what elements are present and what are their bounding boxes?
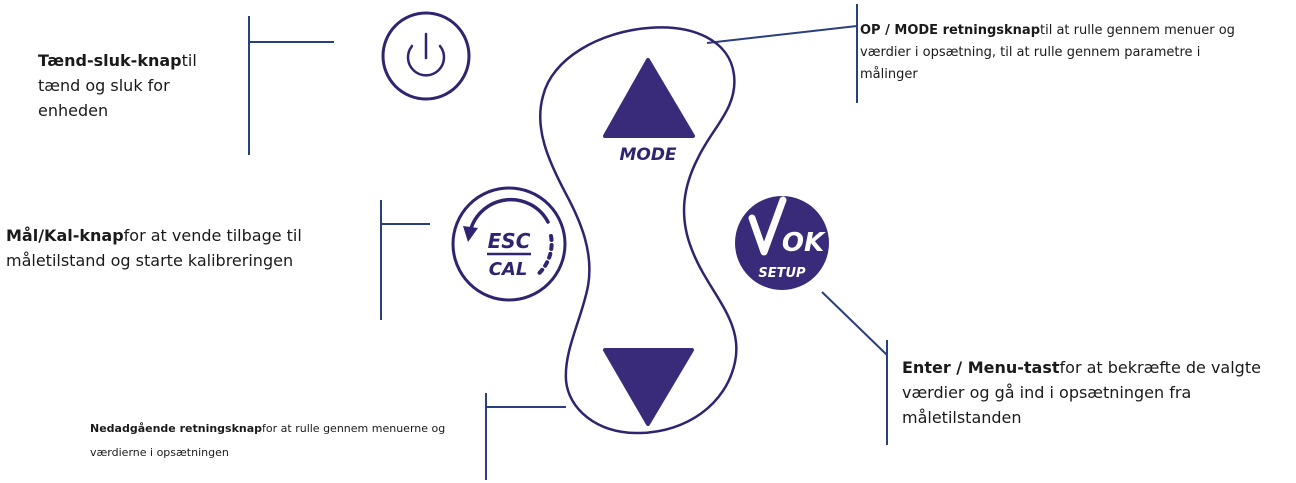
- enter-menu-callout: Enter / Menu-tastfor at bekræfte de valg…: [902, 355, 1292, 430]
- measure-callout-text: for at vende tilbage til måletilstand og…: [6, 226, 302, 270]
- up-mode-callout-title: OP / MODE retningsknap: [860, 23, 1040, 38]
- power-callout-title: Tænd-sluk-knap: [38, 51, 182, 70]
- measure-callout: Mål/Kal-knapfor at vende tilbage til mål…: [6, 223, 376, 273]
- enter-leader-diagonal: [821, 291, 888, 356]
- ok-setup-button-disc: [735, 196, 829, 290]
- down-callout: Nedadgående retningsknapfor at rulle gen…: [90, 417, 470, 465]
- leader-lines: [248, 4, 888, 480]
- mode-label: MODE: [619, 145, 676, 165]
- power-callout: Tænd-sluk-knaptil tænd og sluk for enhed…: [38, 48, 238, 123]
- cal-label: CAL: [489, 259, 528, 280]
- up-leader-diagonal: [706, 25, 858, 44]
- esc-cal-button[interactable]: ESC CAL: [451, 186, 567, 302]
- ok-setup-button[interactable]: OK SETUP: [735, 196, 829, 290]
- down-callout-title: Nedadgående retningsknap: [90, 422, 263, 435]
- measure-callout-title: Mål/Kal-knap: [6, 226, 124, 245]
- up-mode-callout-text: til at rulle gennem menuer og værdier i …: [860, 23, 1235, 82]
- down-button[interactable]: [603, 348, 694, 426]
- checkmark-icon: [748, 196, 787, 256]
- circular-arrow-icon: [463, 197, 554, 278]
- esc-cal-button-ring: [451, 186, 567, 302]
- up-triangle-icon: [603, 58, 695, 138]
- ok-label: OK: [782, 228, 826, 258]
- power-button[interactable]: [381, 11, 471, 101]
- setup-label: SETUP: [758, 266, 806, 281]
- up-mode-button[interactable]: MODE: [603, 58, 695, 165]
- esc-label: ESC: [488, 229, 531, 253]
- enter-menu-callout-text: for at bekræfte de valgte værdier og gå …: [902, 358, 1261, 427]
- down-callout-text: for at rulle gennem menuerne og værdiern…: [90, 422, 446, 459]
- rocker-outline: [539, 26, 738, 435]
- up-mode-callout: OP / MODE retningsknaptil at rulle genne…: [860, 20, 1250, 86]
- power-callout-text: til tænd og sluk for enheden: [38, 51, 197, 120]
- enter-menu-callout-title: Enter / Menu-tast: [902, 358, 1060, 377]
- power-icon: [406, 32, 446, 77]
- down-triangle-icon: [603, 348, 694, 426]
